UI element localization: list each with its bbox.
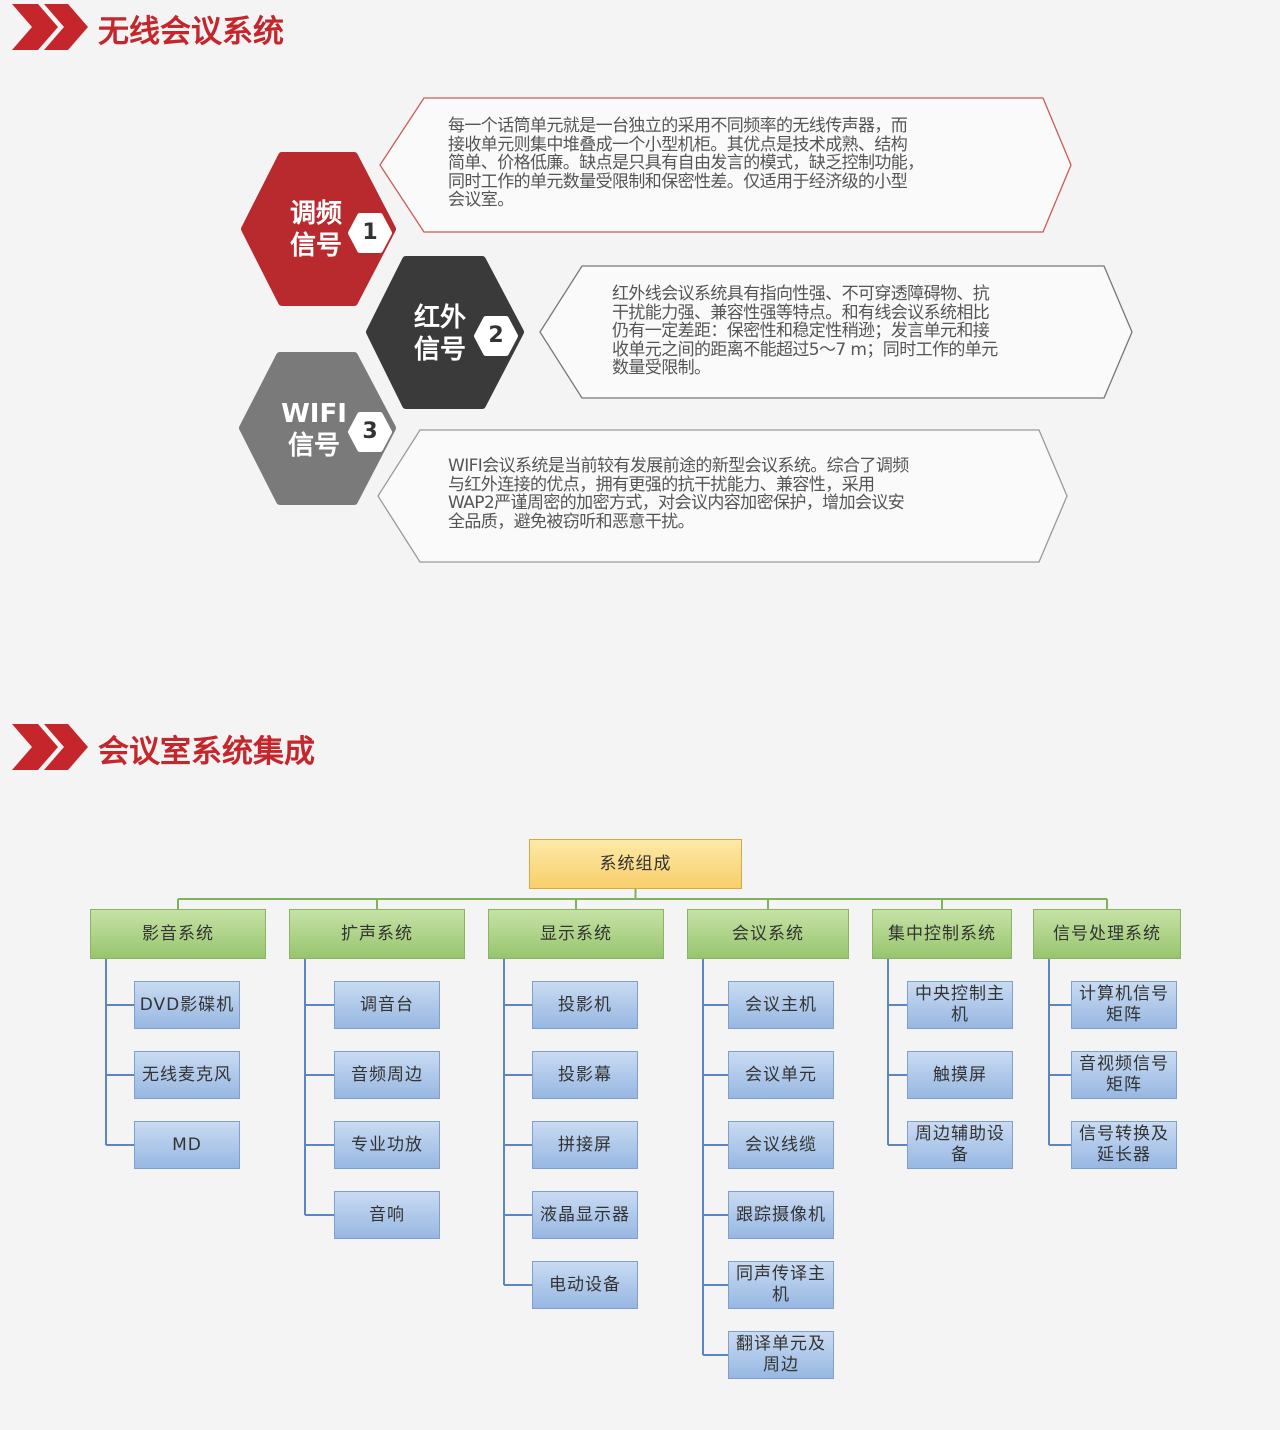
org-category-node: 集中控制系统 [872,909,1012,959]
org-leaf-node: 会议线缆 [728,1121,834,1169]
org-leaf-node: 同声传译主机 [728,1261,834,1309]
signal-label-fm: 调频信号 [289,199,342,261]
org-leaf-node: 专业功放 [334,1121,440,1169]
signal-description-fm: 每一个话筒单元就是一台独立的采用不同频率的无线传声器，而 接收单元则集中堆叠成一… [448,116,924,210]
hexagon-fm [241,152,396,306]
org-leaf-node: 信号转换及延长器 [1071,1121,1177,1169]
org-leaf-node: 投影机 [532,981,638,1029]
org-category-node: 显示系统 [488,909,664,959]
signal-description-ir: 红外线会议系统具有指向性强、不可穿透障碍物、抗 干扰能力强、兼容性强等特点。和有… [612,284,998,378]
org-category-node: 会议系统 [687,909,849,959]
desc-frame-ir [539,265,1133,399]
org-leaf-node: 拼接屏 [532,1121,638,1169]
org-leaf-node: 无线麦克风 [134,1051,240,1099]
badge-fm [348,213,392,253]
org-leaf-node: 翻译单元及周边 [728,1331,834,1379]
org-category-node: 信号处理系统 [1033,909,1181,959]
org-leaf-node: 音频周边 [334,1051,440,1099]
hexagon-wifi [239,352,396,505]
wireless-diagram [239,97,1133,563]
section-title: 会议室系统集成 [98,734,315,770]
desc-frame-wifi [377,429,1068,563]
org-leaf-node: 调音台 [334,981,440,1029]
signal-number-fm: 1 [362,220,378,245]
org-leaf-node: 投影幕 [532,1051,638,1099]
org-leaf-node: 会议主机 [728,981,834,1029]
org-root-node: 系统组成 [529,839,742,889]
signal-label-ir: 红外信号 [413,303,466,365]
org-leaf-node: 电动设备 [532,1261,638,1309]
double-chevron-icon [12,4,88,50]
badge-wifi [348,412,392,452]
org-leaf-node: 周边辅助设备 [907,1121,1013,1169]
org-leaf-node: MD [134,1121,240,1169]
signal-description-wifi: WIFI会议系统是当前较有发展前途的新型会议系统。综合了调频 与红外连接的优点，… [448,456,909,532]
signal-number-wifi: 3 [362,419,378,444]
org-leaf-node: 中央控制主机 [907,981,1013,1029]
signal-number-ir: 2 [488,323,504,348]
double-chevron-icon [12,724,88,770]
section-title: 无线会议系统 [98,14,284,50]
badge-ir [474,316,518,356]
org-leaf-node: 音响 [334,1191,440,1239]
org-leaf-node: 液晶显示器 [532,1191,638,1239]
org-leaf-node: 跟踪摄像机 [728,1191,834,1239]
org-category-node: 扩声系统 [289,909,465,959]
org-leaf-node: 会议单元 [728,1051,834,1099]
org-leaf-node: DVD影碟机 [134,981,240,1029]
hexagon-ir [366,256,524,409]
org-leaf-node: 触摸屏 [907,1051,1013,1099]
org-category-node: 影音系统 [90,909,266,959]
desc-frame-fm [379,97,1072,233]
org-leaf-node: 音视频信号矩阵 [1071,1051,1177,1099]
org-leaf-node: 计算机信号矩阵 [1071,981,1177,1029]
